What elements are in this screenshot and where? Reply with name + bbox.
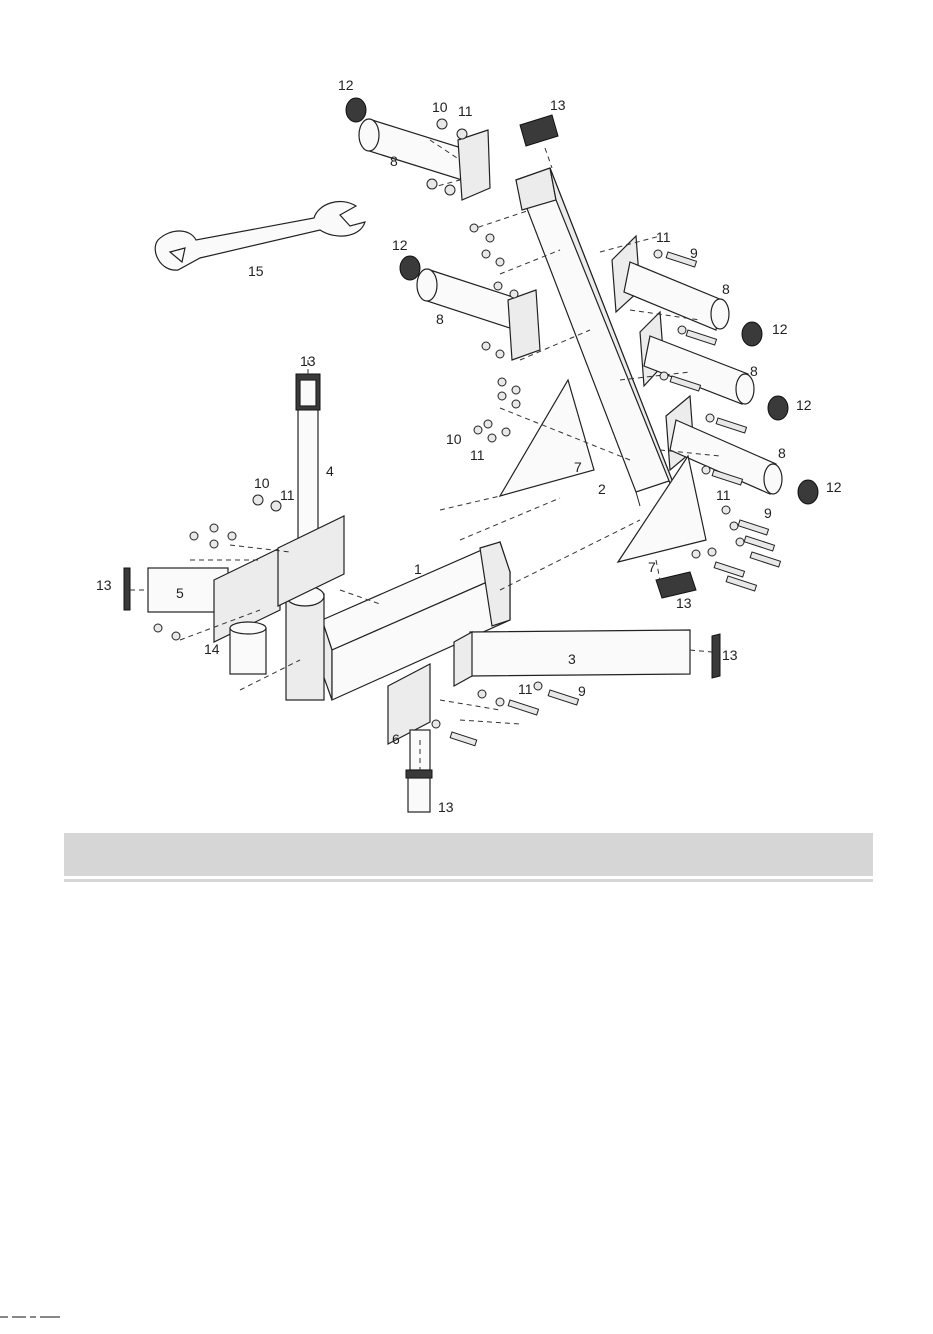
tube-part-8-mid-left xyxy=(400,256,540,360)
label-part-7a: 7 xyxy=(574,459,582,475)
label-part-1: 1 xyxy=(414,561,422,577)
label-part-11e: 11 xyxy=(716,487,731,503)
label-part-10c: 10 xyxy=(254,475,270,491)
label-part-6: 6 xyxy=(392,731,400,747)
label-part-9a: 9 xyxy=(690,245,698,261)
section-header-band xyxy=(64,833,873,876)
gusset-part-7-left xyxy=(500,380,594,496)
label-part-10b: 10 xyxy=(446,431,462,447)
label-part-12c: 12 xyxy=(772,321,788,337)
tube-part-8-right-1 xyxy=(612,236,762,346)
label-part-4: 4 xyxy=(326,463,334,479)
label-part-12a: 12 xyxy=(338,77,354,93)
label-part-8b: 8 xyxy=(436,311,444,327)
section-divider xyxy=(64,879,873,882)
label-part-8c: 8 xyxy=(722,281,730,297)
label-part-8e: 8 xyxy=(778,445,786,461)
label-part-13a: 13 xyxy=(550,97,566,113)
label-part-9c: 9 xyxy=(578,683,586,699)
label-part-9b: 9 xyxy=(764,505,772,521)
label-part-2: 2 xyxy=(598,481,606,497)
label-part-13c: 13 xyxy=(96,577,112,593)
exploded-assembly-diagram: 1 2 3 4 5 6 7 7 8 8 8 8 8 9 9 9 10 10 10… xyxy=(0,0,933,830)
label-part-15: 15 xyxy=(248,263,264,279)
wrench-part-15 xyxy=(155,202,365,271)
label-part-12e: 12 xyxy=(826,479,842,495)
label-part-13f: 13 xyxy=(438,799,454,815)
label-part-11b: 11 xyxy=(656,229,671,245)
sleeve-part-14 xyxy=(230,622,266,674)
label-part-11d: 11 xyxy=(280,487,295,503)
end-cap-part-13-top xyxy=(520,115,558,168)
label-part-13e: 13 xyxy=(722,647,738,663)
label-part-11a: 11 xyxy=(458,103,473,119)
label-part-13b: 13 xyxy=(300,353,316,369)
label-part-10a: 10 xyxy=(432,99,448,115)
label-part-12b: 12 xyxy=(392,237,408,253)
foot-part-3 xyxy=(454,630,720,686)
footer-marks xyxy=(0,1316,200,1324)
label-part-14: 14 xyxy=(204,641,220,657)
label-part-11c: 11 xyxy=(470,447,485,463)
label-part-8a: 8 xyxy=(390,153,398,169)
label-part-5: 5 xyxy=(176,585,184,601)
label-part-7b: 7 xyxy=(648,559,656,575)
label-part-8d: 8 xyxy=(750,363,758,379)
label-part-11f: 11 xyxy=(518,681,533,697)
label-part-3: 3 xyxy=(568,651,576,667)
label-part-13d: 13 xyxy=(676,595,692,611)
label-part-12d: 12 xyxy=(796,397,812,413)
